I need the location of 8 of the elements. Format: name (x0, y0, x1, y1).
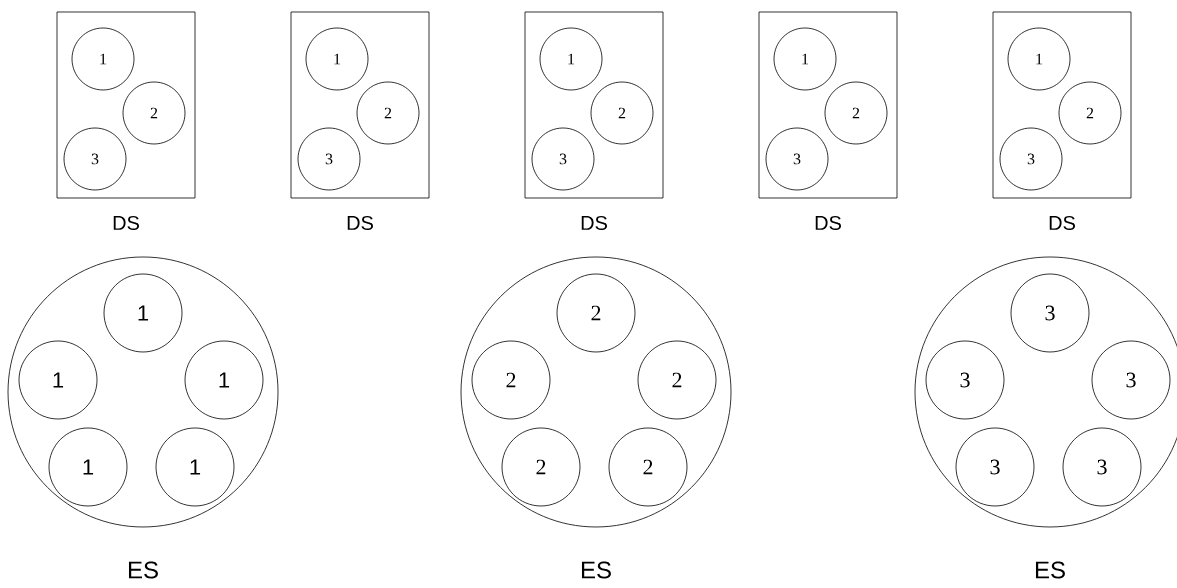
node-label: DS (581, 215, 607, 231)
node-label: DS (1049, 215, 1075, 231)
node-label: DS (113, 215, 139, 231)
node-label: ES (1035, 561, 1065, 579)
node-label: ES (128, 561, 158, 579)
node-label: DS (347, 215, 373, 231)
node-label: ES (581, 561, 611, 579)
node-label: DS (815, 215, 841, 231)
